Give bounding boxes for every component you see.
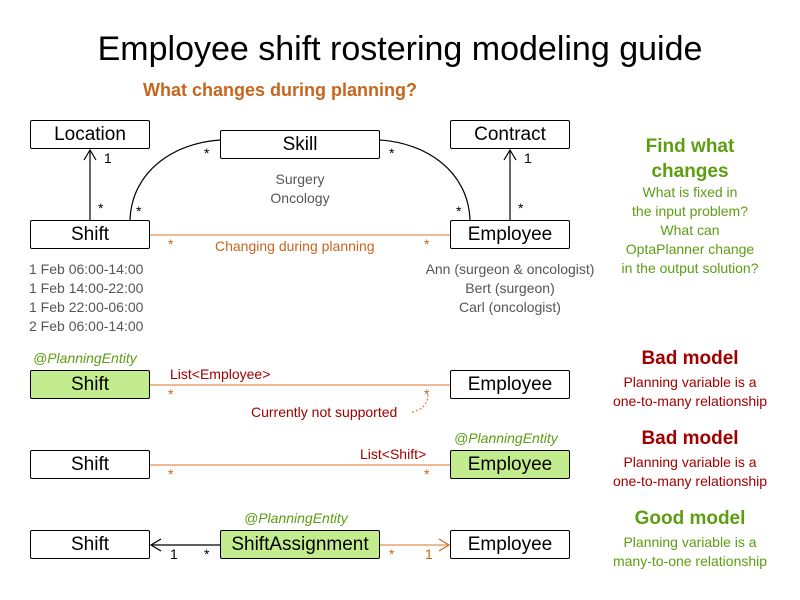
- find-heading-line: changes: [651, 161, 729, 182]
- model2-relation-label: List<Shift>: [360, 446, 427, 462]
- model3-shift-box: Shift: [30, 530, 150, 559]
- contract-box: Contract: [450, 120, 570, 149]
- page-title: Employee shift rostering modeling guide: [97, 30, 703, 68]
- model2-employee-box: Employee: [450, 450, 570, 479]
- shift-example: 1 Feb 06:00-14:00: [29, 261, 144, 277]
- shift-skill-mult: *: [136, 203, 142, 219]
- model3-employee-mult: 1: [425, 546, 433, 562]
- employee-skill-arc: [379, 139, 471, 221]
- model3-verdict: Good model: [634, 508, 746, 529]
- shift-box: Shift: [30, 220, 150, 249]
- model2-right-mult: *: [424, 466, 430, 482]
- contract-mult: 1: [524, 150, 532, 166]
- model1-left-mult: *: [168, 386, 174, 402]
- shift-examples: 1 Feb 06:00-14:00 1 Feb 14:00-22:00 1 Fe…: [29, 260, 143, 336]
- model3-assign-right-mult: *: [389, 546, 395, 562]
- model3-annotation: @PlanningEntity: [244, 510, 348, 526]
- model3-reason: Planning variable is a many-to-one relat…: [590, 533, 790, 571]
- page-subtitle: What changes during planning?: [143, 80, 417, 100]
- find-question-line: the input problem?: [632, 203, 748, 219]
- model2-reason: Planning variable is a one-to-many relat…: [590, 453, 790, 491]
- model2-reason-line: Planning variable is a: [623, 454, 757, 470]
- employee-contract-mult: *: [518, 200, 524, 216]
- employee-box: Employee: [450, 220, 570, 249]
- skill-right-mult: *: [389, 145, 395, 161]
- model2-reason-line: one-to-many relationship: [612, 473, 768, 489]
- model2-shift-box: Shift: [30, 450, 150, 479]
- employee-skill-mult: *: [456, 203, 462, 219]
- employee-example: Bert (surgeon): [465, 280, 555, 296]
- location-mult: 1: [104, 150, 112, 166]
- shift-example: 1 Feb 14:00-22:00: [29, 280, 144, 296]
- find-heading: Find what changes: [600, 134, 780, 184]
- skill-box: Skill: [220, 130, 380, 159]
- find-question-line: What can: [660, 222, 720, 238]
- model3-reason-line: many-to-one relationship: [612, 553, 768, 569]
- model1-note: Currently not supported: [251, 404, 398, 420]
- model2-left-mult: *: [168, 466, 174, 482]
- model2-annotation: @PlanningEntity: [454, 430, 558, 446]
- model1-reason: Planning variable is a one-to-many relat…: [590, 373, 790, 411]
- skill-examples: Surgery Oncology: [240, 170, 360, 208]
- model1-note-line: [411, 393, 429, 413]
- model3-shift-mult: 1: [170, 546, 178, 562]
- find-question-line: in the output solution?: [621, 260, 759, 276]
- model1-right-mult: *: [424, 386, 430, 402]
- employee-examples: Ann (surgeon & oncologist) Bert (surgeon…: [410, 260, 610, 317]
- shift-location-mult: *: [98, 200, 104, 216]
- model1-shift-box: Shift: [30, 370, 150, 399]
- shift-employee-left-mult: *: [168, 236, 174, 252]
- model1-reason-line: one-to-many relationship: [612, 393, 768, 409]
- location-box: Location: [30, 120, 150, 149]
- find-questions: What is fixed in the input problem? What…: [590, 183, 790, 278]
- shift-employee-right-mult: *: [424, 236, 430, 252]
- find-question-line: What is fixed in: [642, 184, 738, 200]
- model1-relation-label: List<Employee>: [170, 366, 271, 382]
- find-heading-line: Find what: [645, 136, 735, 157]
- changing-label: Changing during planning: [215, 238, 375, 254]
- employee-example: Ann (surgeon & oncologist): [425, 261, 595, 277]
- find-question-line: OptaPlanner change: [625, 241, 755, 257]
- employee-example: Carl (oncologist): [459, 299, 561, 315]
- skill-example: Oncology: [270, 190, 330, 206]
- model1-verdict: Bad model: [641, 348, 739, 369]
- model2-verdict: Bad model: [641, 428, 739, 449]
- skill-left-mult: *: [204, 145, 210, 161]
- model1-reason-line: Planning variable is a: [623, 374, 757, 390]
- model1-employee-box: Employee: [450, 370, 570, 399]
- skill-example: Surgery: [275, 171, 325, 187]
- shift-example: 1 Feb 22:00-06:00: [29, 299, 144, 315]
- shift-example: 2 Feb 06:00-14:00: [29, 318, 144, 334]
- model3-reason-line: Planning variable is a: [623, 534, 757, 550]
- model3-assignment-box: ShiftAssignment: [220, 530, 380, 559]
- model1-annotation: @PlanningEntity: [33, 350, 137, 366]
- shift-skill-arc: [129, 139, 221, 221]
- model3-employee-box: Employee: [450, 530, 570, 559]
- model3-assign-left-mult: *: [204, 546, 210, 562]
